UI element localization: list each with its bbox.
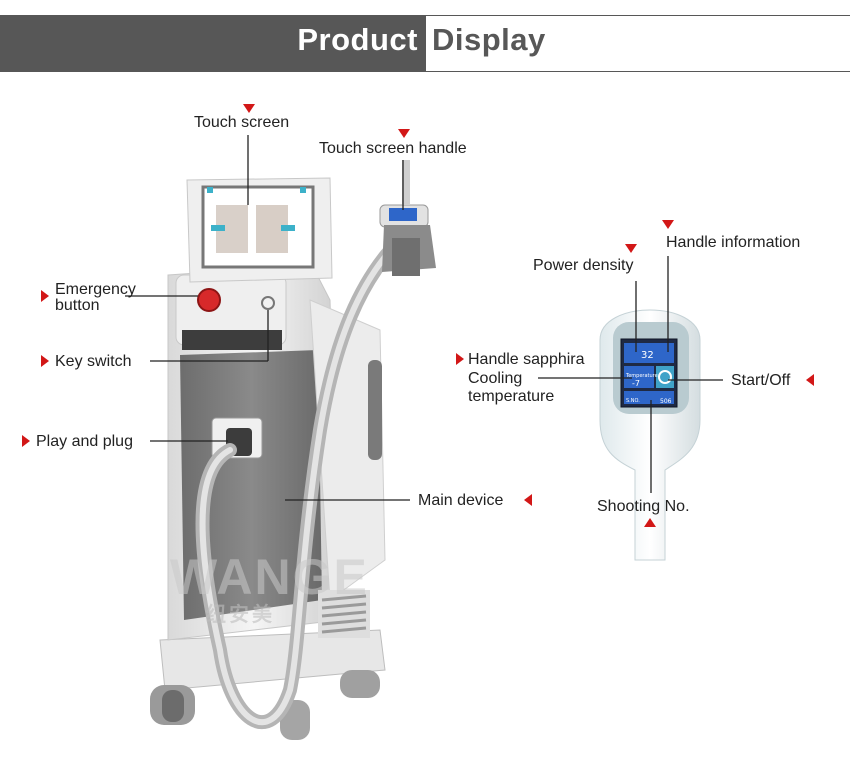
label-touch-screen: Touch screen — [194, 114, 290, 131]
key-switch-shape — [261, 296, 275, 310]
label-cooling: Cooling — [468, 370, 523, 387]
marker-handle-info — [662, 220, 674, 229]
label-handle-sapphira: Handle sapphira — [468, 351, 585, 368]
label-temperature: temperature — [468, 388, 555, 405]
leader-lines — [125, 135, 723, 501]
label-key-switch: Key switch — [55, 353, 132, 370]
watermark-brand: WANGE — [170, 549, 369, 605]
handle-shots-value: 506 — [660, 398, 672, 405]
emergency-button-shape — [197, 288, 221, 312]
handle-power-value: 32 — [641, 350, 654, 361]
label-emergency-line2: button — [55, 297, 100, 314]
main-device-body — [167, 264, 386, 641]
label-play-plug: Play and plug — [36, 433, 133, 450]
marker-shooting-no — [644, 518, 656, 527]
marker-key-switch — [41, 355, 49, 367]
touch-screen-handle-shape — [379, 160, 436, 276]
label-touch-screen-handle: Touch screen handle — [319, 140, 467, 157]
header-dark-block — [0, 15, 426, 72]
marker-play-plug — [22, 435, 30, 447]
marker-power-density — [625, 244, 637, 253]
marker-main-device — [524, 494, 532, 506]
label-handle-info: Handle information — [666, 234, 801, 251]
label-emergency-line1: Emergency — [55, 281, 136, 298]
handle-closeup — [599, 309, 701, 561]
label-power-density: Power density — [533, 257, 634, 274]
marker-emergency — [41, 290, 49, 302]
handle-shots-label: S.NO. — [626, 398, 640, 404]
header-top-rule — [426, 15, 850, 16]
title-product: Product — [297, 22, 418, 57]
header-bottom-rule — [426, 71, 850, 72]
touch-screen-shape — [186, 177, 333, 283]
marker-start-off — [806, 374, 814, 386]
marker-touch-screen — [243, 104, 255, 113]
title-display: Display — [432, 22, 546, 57]
marker-touch-screen-handle — [398, 129, 410, 138]
handle-temp-label: Temperature — [626, 373, 658, 379]
handle-temp-value: -7 — [632, 379, 640, 388]
label-shooting-no: Shooting No. — [597, 498, 690, 515]
marker-sapphira — [456, 353, 464, 365]
label-main-device: Main device — [418, 492, 504, 509]
watermark-sub: 纽安美 — [206, 604, 275, 626]
label-start-off: Start/Off — [731, 372, 791, 389]
